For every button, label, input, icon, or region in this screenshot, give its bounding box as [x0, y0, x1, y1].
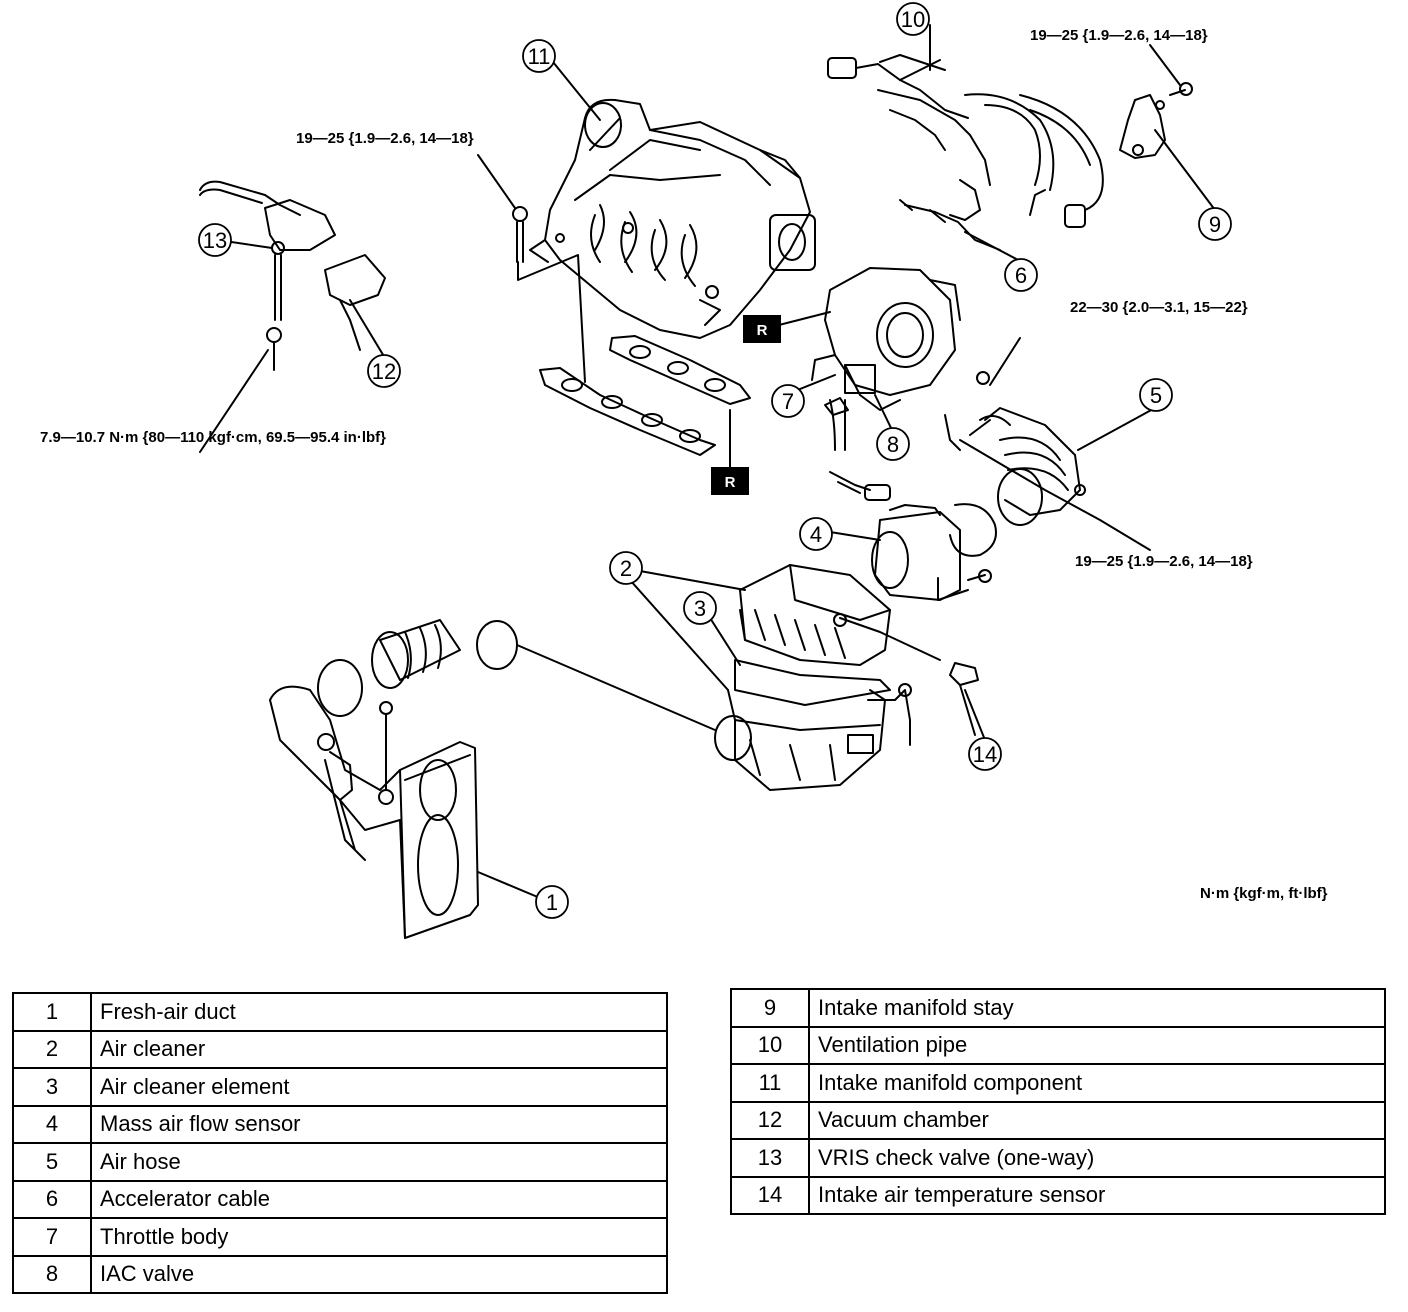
table-row: 10 Ventilation pipe [730, 1025, 1386, 1065]
part-name: Air hose [90, 1142, 668, 1182]
callout-1: 1 [546, 890, 558, 915]
table-row: 1 Fresh-air duct [12, 992, 668, 1032]
callout-4: 4 [810, 522, 822, 547]
table-row: 5 Air hose [12, 1142, 668, 1182]
part-name: Accelerator cable [90, 1179, 668, 1219]
callout-5: 5 [1150, 383, 1162, 408]
replace-marker-manifold-gasket-label: R [725, 474, 736, 491]
part-number: 1 [12, 992, 92, 1032]
throttle-body-drawing [811, 267, 961, 451]
part-number: 10 [730, 1025, 810, 1065]
part-number: 13 [730, 1138, 810, 1178]
vacuum-chamber-drawing [199, 180, 386, 371]
torque-label-vacuum-chamber: 7.9—10.7 N·m {80—110 kgf·cm, 69.5—95.4 i… [40, 429, 386, 446]
maf-sensor-drawing [829, 471, 997, 601]
table-row: 12 Vacuum chamber [730, 1100, 1386, 1140]
callout-12: 12 [372, 359, 396, 384]
table-row: 8 IAC valve [12, 1254, 668, 1294]
part-name: Throttle body [90, 1217, 668, 1257]
exploded-parts-diagram: 11 10 9 6 5 13 12 7 8 4 2 3 14 1 19—25 {… [40, 2, 1328, 939]
part-name: Fresh-air duct [90, 992, 668, 1032]
table-row: 7 Throttle body [12, 1217, 668, 1257]
accelerator-cable-drawing [899, 199, 1001, 251]
table-row: 6 Accelerator cable [12, 1179, 668, 1219]
torque-label-air-hose: 19—25 {1.9—2.6, 14—18} [1075, 553, 1253, 570]
part-name: Intake manifold stay [808, 988, 1386, 1028]
part-name: VRIS check valve (one-way) [808, 1138, 1386, 1178]
torque-labels: 19—25 {1.9—2.6, 14—18} 19—25 {1.9—2.6, 1… [40, 27, 1328, 902]
part-name: Mass air flow sensor [90, 1104, 668, 1144]
callout-9: 9 [1209, 212, 1221, 237]
callout-numbers: 11 10 9 6 5 13 12 7 8 4 2 3 14 1 [203, 7, 1221, 915]
torque-label-throttle-body: 22—30 {2.0—3.1, 15—22} [1070, 299, 1248, 316]
part-number: 2 [12, 1029, 92, 1069]
manifold-bolt-drawing [512, 206, 586, 383]
part-number: 6 [12, 1179, 92, 1219]
part-number: 12 [730, 1100, 810, 1140]
part-name: Ventilation pipe [808, 1025, 1386, 1065]
table-row: 9 Intake manifold stay [730, 988, 1386, 1028]
replace-marker-throttle-gasket-label: R [757, 322, 768, 339]
part-number: 8 [12, 1254, 92, 1294]
air-hose-drawing [944, 371, 1086, 526]
part-number: 7 [12, 1217, 92, 1257]
leader-lines [199, 24, 1216, 899]
unit-legend: N·m {kgf·m, ft·lbf} [1200, 885, 1328, 902]
part-number: 4 [12, 1104, 92, 1144]
part-number: 3 [12, 1067, 92, 1107]
part-name: Vacuum chamber [808, 1100, 1386, 1140]
callout-6: 6 [1015, 263, 1027, 288]
callout-2: 2 [620, 556, 632, 581]
air-cleaner-drawing [714, 564, 941, 791]
part-name: Intake air temperature sensor [808, 1175, 1386, 1215]
part-name: Intake manifold component [808, 1063, 1386, 1103]
callout-3: 3 [694, 596, 706, 621]
ventilation-pipe-drawing [827, 54, 1104, 228]
replace-markers: R R [711, 315, 781, 495]
parts-table-left: 1 Fresh-air duct 2 Air cleaner 3 Air cle… [12, 992, 668, 1294]
intake-hose-drawing [317, 619, 716, 731]
table-row: 13 VRIS check valve (one-way) [730, 1138, 1386, 1178]
callout-11: 11 [528, 44, 551, 69]
part-number: 14 [730, 1175, 810, 1215]
replace-marker-throttle-gasket [743, 315, 781, 343]
part-number: 9 [730, 988, 810, 1028]
manifold-stay-drawing [1119, 82, 1193, 159]
callout-7: 7 [782, 389, 794, 414]
intake-manifold-drawing [529, 98, 816, 339]
part-name: Air cleaner element [90, 1067, 668, 1107]
table-row: 11 Intake manifold component [730, 1063, 1386, 1103]
table-row: 14 Intake air temperature sensor [730, 1175, 1386, 1215]
table-row: 3 Air cleaner element [12, 1067, 668, 1107]
table-row: 4 Mass air flow sensor [12, 1104, 668, 1144]
callout-10: 10 [901, 7, 925, 32]
part-number: 11 [730, 1063, 810, 1103]
part-name: IAC valve [90, 1254, 668, 1294]
torque-label-manifold-bolt: 19—25 {1.9—2.6, 14—18} [296, 130, 474, 147]
table-row: 2 Air cleaner [12, 1029, 668, 1069]
callout-13: 13 [203, 228, 227, 253]
part-number: 5 [12, 1142, 92, 1182]
part-name: Air cleaner [90, 1029, 668, 1069]
manifold-gaskets-drawing [539, 335, 751, 456]
replace-marker-manifold-gasket [711, 467, 749, 495]
parts-table-right: 9 Intake manifold stay 10 Ventilation pi… [730, 988, 1386, 1215]
callout-14: 14 [973, 742, 997, 767]
callout-8: 8 [887, 432, 899, 457]
torque-label-manifold-stay: 19—25 {1.9—2.6, 14—18} [1030, 27, 1208, 44]
callout-markers [198, 2, 1232, 919]
fresh-air-duct-drawing [269, 685, 479, 939]
iat-sensor-drawing [949, 662, 979, 736]
